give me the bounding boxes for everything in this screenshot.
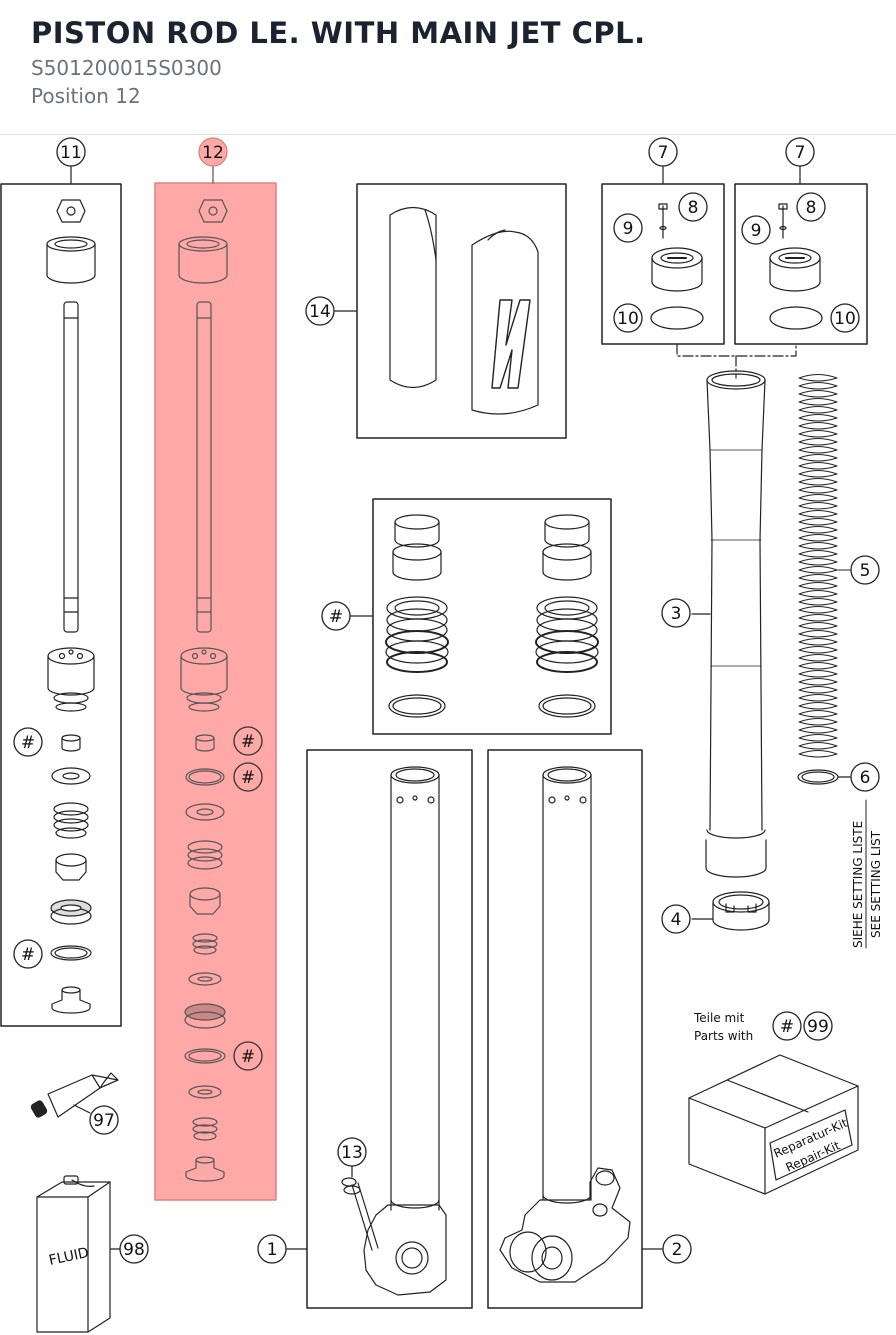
group-14-fork-guards[interactable] xyxy=(334,183,567,439)
part-99-repair-kit-box[interactable] xyxy=(688,1054,859,1195)
callout-10-label: 10 xyxy=(617,309,639,329)
callout-12[interactable]: 12 xyxy=(198,137,228,167)
part-98-fluid-can[interactable] xyxy=(36,1175,121,1333)
callout-7-right[interactable]: 7 xyxy=(785,137,815,167)
parts-with-label-de: Teile mit xyxy=(693,1011,745,1025)
group-12-piston-rod-highlighted[interactable] xyxy=(154,165,277,1201)
callout-hash-11b[interactable]: # xyxy=(13,939,43,969)
part-5-fork-spring[interactable] xyxy=(798,374,851,758)
callout-2[interactable]: 2 xyxy=(662,1234,692,1264)
page-header: PISTON ROD LE. WITH MAIN JET CPL. S50120… xyxy=(0,0,896,135)
setting-list-label-en: SEE SETTING LIST xyxy=(869,830,883,938)
callout-14-label: 14 xyxy=(309,302,331,322)
callout-hash-11a[interactable]: # xyxy=(13,727,43,757)
callout-hash-seals[interactable]: # xyxy=(321,601,351,631)
group-11-piston-rod[interactable] xyxy=(0,165,122,1027)
callout-9-right[interactable]: 9 xyxy=(741,215,771,245)
part-6-spring-washer[interactable] xyxy=(797,769,851,785)
callout-7-left[interactable]: 7 xyxy=(648,137,678,167)
position-label: Position 12 xyxy=(31,84,141,108)
callout-5-label: 5 xyxy=(860,561,871,581)
callout-6[interactable]: 6 xyxy=(850,762,880,792)
callout-10-label: 10 xyxy=(834,309,856,329)
callout-8-label: 8 xyxy=(806,198,817,218)
callouts: 11 12 14 7 7 8 8 9 9 10 10 # 3 5 6 4 # #… xyxy=(13,137,880,1264)
callout-1[interactable]: 1 xyxy=(257,1234,287,1264)
callout-7-label: 7 xyxy=(658,143,669,163)
setting-list-label-de: SIEHE SETTING LISTE xyxy=(851,821,865,948)
callout-2-label: 2 xyxy=(672,1240,683,1260)
callout-9-label: 9 xyxy=(623,219,634,239)
callout-hash-label: # xyxy=(241,1047,255,1067)
callout-9-label: 9 xyxy=(751,221,762,241)
callout-hash-12c[interactable]: # xyxy=(233,1041,263,1071)
callout-14[interactable]: 14 xyxy=(305,296,335,326)
group-7-top-caps[interactable] xyxy=(601,165,868,379)
part-number: S501200015S0300 xyxy=(31,56,222,80)
callout-5[interactable]: 5 xyxy=(850,555,880,585)
callout-12-label: 12 xyxy=(202,143,224,163)
callout-10-right[interactable]: 10 xyxy=(830,303,860,333)
callout-13[interactable]: 13 xyxy=(337,1137,367,1167)
part-3-outer-tube[interactable] xyxy=(691,370,767,878)
callout-97-label: 97 xyxy=(93,1111,115,1131)
callout-hash-label: # xyxy=(329,607,343,627)
callout-9-left[interactable]: 9 xyxy=(613,213,643,243)
callout-97[interactable]: 97 xyxy=(89,1105,119,1135)
callout-10-left[interactable]: 10 xyxy=(613,303,643,333)
parts-with-label-en: Parts with xyxy=(694,1029,753,1043)
callout-11-label: 11 xyxy=(60,143,82,163)
part-4-dust-cap-ring[interactable] xyxy=(691,891,770,931)
callout-hash-label: # xyxy=(241,768,255,788)
callout-99[interactable]: 99 xyxy=(803,1011,833,1041)
callout-hash-12b[interactable]: # xyxy=(233,762,263,792)
callout-98[interactable]: 98 xyxy=(119,1234,149,1264)
callout-1-label: 1 xyxy=(267,1240,278,1260)
callout-hash-label: # xyxy=(21,945,35,965)
callout-4[interactable]: 4 xyxy=(661,904,691,934)
callout-11[interactable]: 11 xyxy=(56,137,86,167)
callout-98-label: 98 xyxy=(123,1240,145,1260)
callout-hash-kit[interactable]: # xyxy=(772,1011,802,1041)
callout-hash-12a[interactable]: # xyxy=(233,726,263,756)
callout-7-label: 7 xyxy=(795,143,806,163)
part-2-right-fork-leg[interactable] xyxy=(487,749,663,1309)
callout-8-left[interactable]: 8 xyxy=(678,192,708,222)
callout-4-label: 4 xyxy=(671,910,682,930)
callout-99-label: 99 xyxy=(807,1017,829,1037)
callout-6-label: 6 xyxy=(860,768,871,788)
callout-hash-label: # xyxy=(21,733,35,753)
callout-hash-label: # xyxy=(241,732,255,752)
callout-13-label: 13 xyxy=(341,1143,363,1163)
callout-hash-label: # xyxy=(780,1017,794,1037)
callout-8-label: 8 xyxy=(688,198,699,218)
callout-8-right[interactable]: 8 xyxy=(796,192,826,222)
group-bushings-seals[interactable] xyxy=(350,498,612,735)
callout-3-label: 3 xyxy=(671,604,682,624)
part-97-grease-tube[interactable] xyxy=(30,1072,119,1118)
part-1-left-fork-leg[interactable] xyxy=(286,749,473,1309)
part-title: PISTON ROD LE. WITH MAIN JET CPL. xyxy=(31,16,646,50)
callout-3[interactable]: 3 xyxy=(661,598,691,628)
